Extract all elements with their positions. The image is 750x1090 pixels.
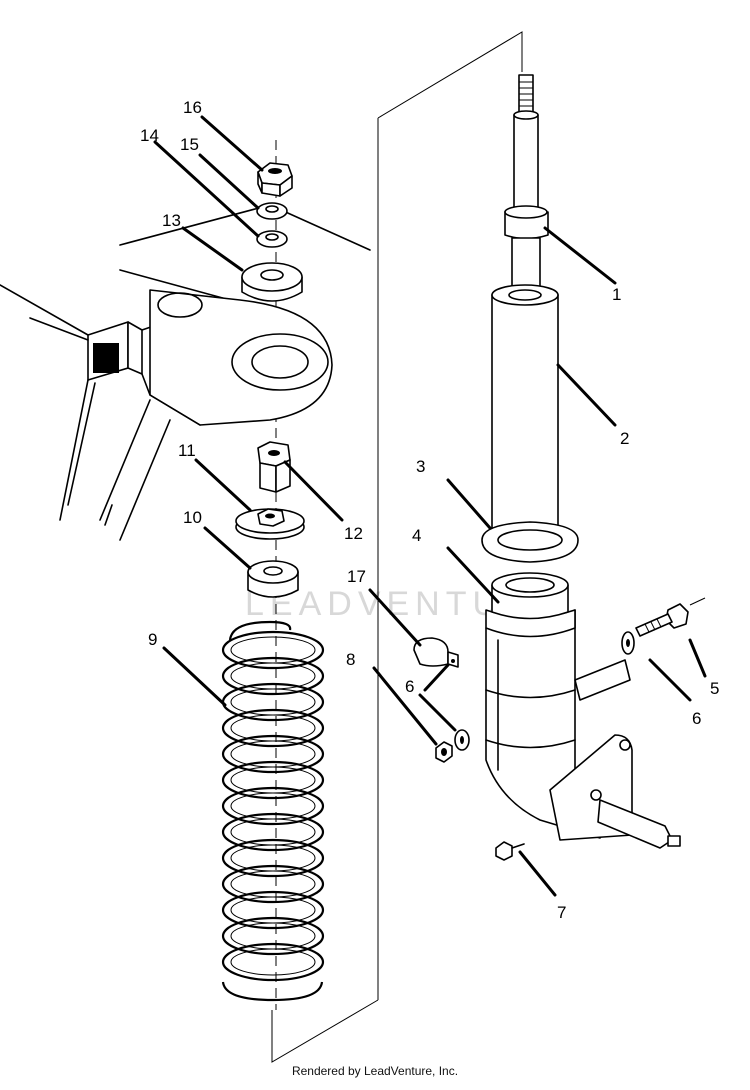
- leader-lines: [153, 115, 707, 897]
- callout-12: 12: [344, 524, 363, 543]
- bushing-10: [247, 560, 299, 598]
- spacer-12: [257, 441, 291, 493]
- callout-labels: 1 2 3 4 5 6 6 7 8 9 10 11 12 13 14 15 16…: [140, 98, 719, 922]
- washer-15: [256, 202, 288, 220]
- callout-5: 5: [710, 679, 719, 698]
- callout-8: 8: [346, 650, 355, 669]
- callout-3: 3: [416, 457, 425, 476]
- callout-6-right: 6: [692, 709, 701, 728]
- callout-6-left: 6: [405, 677, 414, 696]
- washer-14: [256, 230, 288, 248]
- grease-fitting-7: [495, 841, 525, 861]
- callout-16: 16: [183, 98, 202, 117]
- callout-14: 14: [140, 126, 159, 145]
- washer-6-left: [454, 729, 470, 751]
- callout-9: 9: [148, 630, 157, 649]
- callout-1: 1: [612, 285, 621, 304]
- callout-13: 13: [162, 211, 181, 230]
- bushing-11: [235, 508, 305, 540]
- callout-4: 4: [412, 526, 421, 545]
- coil-spring-9: [221, 620, 325, 1002]
- strut-body-2: [491, 284, 559, 547]
- spindle-housing-4: [485, 572, 681, 849]
- callout-7: 7: [557, 903, 566, 922]
- strut-shaft-1: [504, 74, 549, 294]
- spring-seat-3: [481, 521, 579, 563]
- bolt-5: [635, 597, 706, 637]
- callout-17: 17: [347, 567, 366, 586]
- callout-11: 11: [178, 441, 196, 460]
- clip-17: [413, 637, 459, 668]
- callout-15: 15: [180, 135, 199, 154]
- nut-16: [257, 162, 293, 197]
- render-credit: Rendered by LeadVenture, Inc.: [291, 1064, 459, 1078]
- callout-10: 10: [183, 508, 202, 527]
- nut-8: [435, 741, 453, 763]
- callout-2: 2: [620, 429, 629, 448]
- frame-arm: [0, 204, 371, 541]
- washer-6-right: [621, 631, 635, 655]
- bushing-13: [241, 262, 303, 302]
